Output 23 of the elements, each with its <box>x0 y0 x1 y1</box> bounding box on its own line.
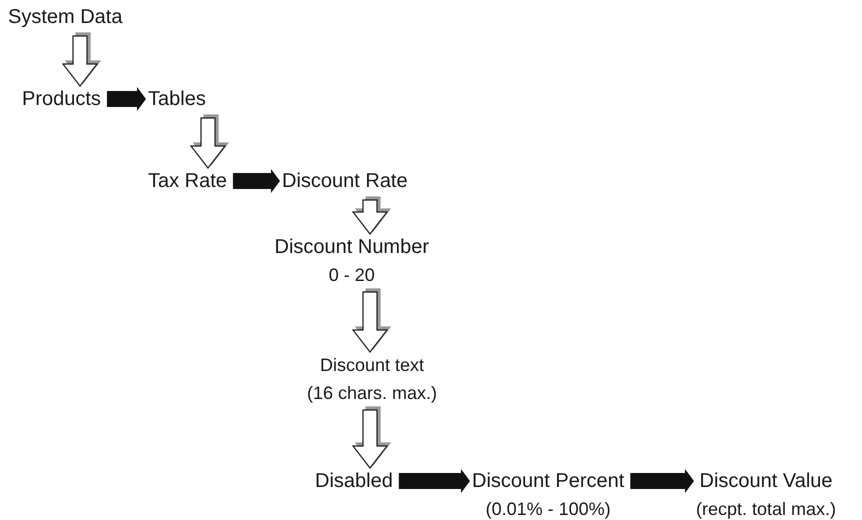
field-name: Discount Percent <box>472 469 624 494</box>
field-name: Products <box>22 87 101 112</box>
value-range-note: 0 - 20 <box>328 264 376 287</box>
field-name: Discount Value <box>698 469 834 494</box>
value-range-note: (16 chars. max.) <box>307 382 438 405</box>
hollow-block-arrow <box>352 409 388 469</box>
field-name: Discount text <box>319 354 426 377</box>
field-name: Discount Number <box>274 235 430 260</box>
hollow-block-arrow <box>352 199 388 235</box>
arrow <box>106 87 146 111</box>
field-name: Tables <box>148 87 206 112</box>
arrow <box>630 469 694 493</box>
hollow-block-arrow <box>190 117 226 169</box>
field-name: System Data <box>8 5 122 30</box>
hollow-block-arrow <box>62 35 98 87</box>
arrow <box>398 469 470 493</box>
field-name: Discount Rate <box>282 169 408 194</box>
arrow <box>232 169 280 193</box>
value-range-note: (recpt. total max.) <box>696 498 836 520</box>
value-range-note: (0.01% - 100%) <box>484 498 612 520</box>
field-name: Disabled <box>315 469 393 494</box>
hollow-block-arrow <box>352 291 388 353</box>
field-name: Tax Rate <box>148 169 227 194</box>
